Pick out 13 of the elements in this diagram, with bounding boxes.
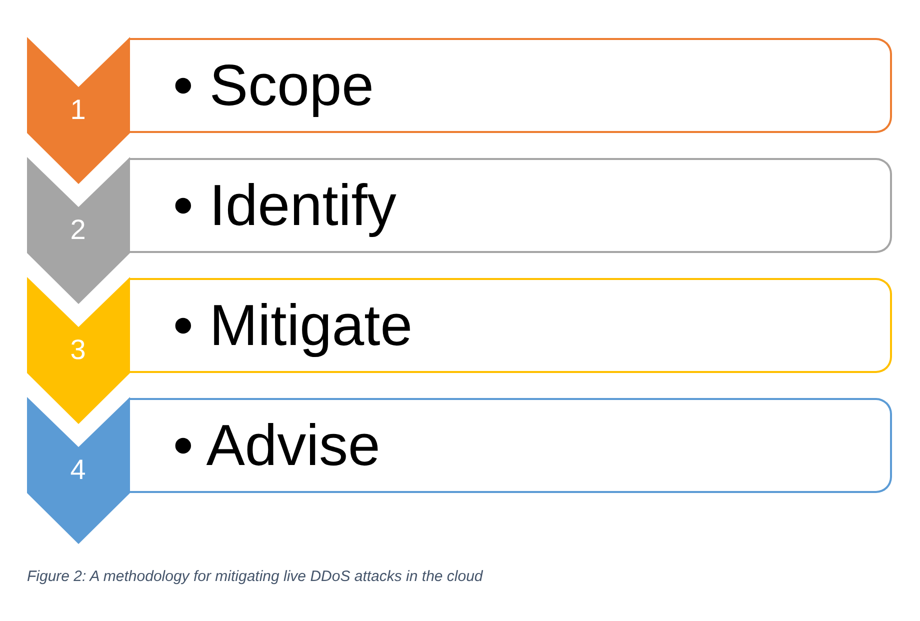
step-box: [129, 278, 892, 373]
step-box: [129, 158, 892, 253]
step-number: 1: [70, 96, 86, 124]
figure-caption: Figure 2: A methodology for mitigating live DDoS attacks in the cloud: [27, 568, 483, 586]
step-label: • Identify: [173, 176, 396, 234]
step-number: 4: [70, 456, 86, 484]
step-label: • Advise: [173, 416, 380, 474]
step-box: [129, 398, 892, 493]
step-label: • Scope: [173, 56, 374, 114]
step-number: 3: [70, 336, 86, 364]
step-box: [129, 38, 892, 133]
step-number: 2: [70, 216, 86, 244]
step-label: • Mitigate: [173, 296, 413, 354]
